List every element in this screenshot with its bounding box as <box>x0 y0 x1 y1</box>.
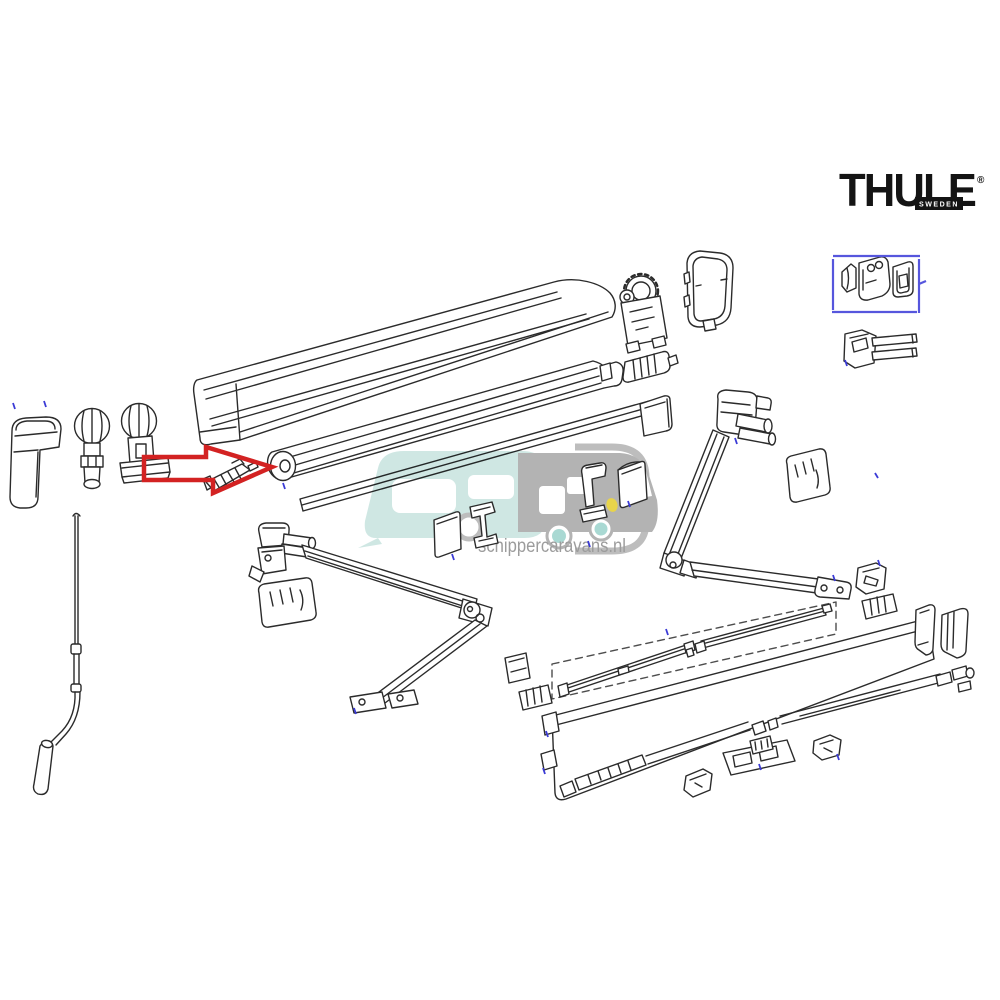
right-end-cover <box>683 250 734 332</box>
right-spring-arm <box>659 389 852 600</box>
highlight-box <box>831 254 927 314</box>
selection-arrow <box>141 443 279 497</box>
motorhome-headlight <box>606 498 618 512</box>
thule-logo: THULE ® SWEDEN <box>839 164 985 216</box>
watermark-site-text: schippercaravans.nl <box>478 536 626 557</box>
bracket-small-right <box>855 562 887 595</box>
rafter-clamp-block <box>504 652 531 684</box>
rafter-dashed-box <box>551 601 837 700</box>
support-bracket-left <box>469 501 499 549</box>
crank-rod-handle <box>32 512 82 796</box>
end-cap-b <box>940 607 969 659</box>
caravan-window-1 <box>392 479 456 513</box>
support-leg-rod <box>559 665 975 798</box>
motorhome-wheel-1 <box>552 529 566 543</box>
lock-bracket-assembly <box>722 735 796 776</box>
awning-case-lid <box>192 279 616 446</box>
highlighted-bracket-kit <box>841 256 914 301</box>
wall-bracket <box>812 734 842 761</box>
left-arm-cover <box>257 577 317 628</box>
rafter-arm-right <box>685 603 833 658</box>
fabric-corner-flap <box>639 395 673 437</box>
left-end-cover-cap <box>9 416 62 509</box>
fabric-patch-left <box>433 511 462 558</box>
motorhome-window-1 <box>539 486 565 514</box>
support-bracket-center <box>579 462 608 523</box>
rafter-ribbed-block <box>518 684 553 711</box>
left-spring-arm <box>248 522 493 714</box>
end-cap-a <box>914 604 936 656</box>
gearbox-assembly <box>619 272 668 354</box>
panel-end-clip-b <box>540 749 558 771</box>
crank-gear-knob <box>73 407 111 490</box>
motorhome-wheel-2 <box>594 522 608 536</box>
right-arm-cover <box>785 448 831 503</box>
watermark: schippercaravans.nl <box>358 443 658 557</box>
panel-end-clip-a <box>541 711 560 736</box>
fabric-patch-right <box>617 460 648 509</box>
roller-tube <box>266 360 624 482</box>
sweden-label: SWEDEN <box>919 202 959 209</box>
ribbed-adapter-cylinder <box>599 350 679 383</box>
caravan-window-2 <box>468 475 514 499</box>
ribbed-block-right <box>861 593 898 620</box>
parts-group <box>9 250 969 798</box>
sweden-box <box>915 197 963 210</box>
double-pin-bracket <box>843 329 918 369</box>
leg-clamp <box>683 768 713 798</box>
registered-mark: ® <box>977 175 985 186</box>
item-markers <box>12 359 881 775</box>
